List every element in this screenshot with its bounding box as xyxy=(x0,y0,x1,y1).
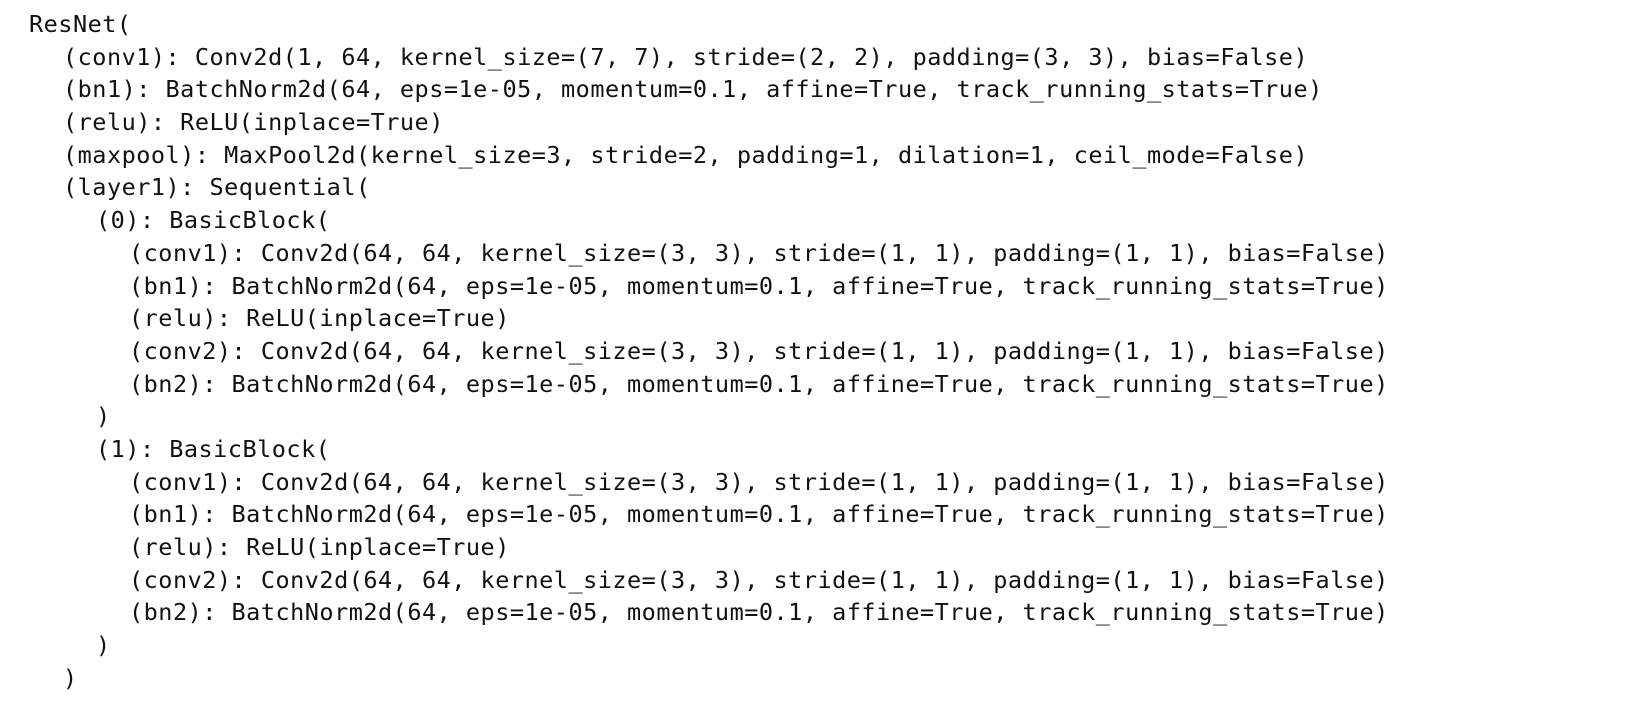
code-line: ) xyxy=(63,663,78,692)
code-line: (conv2): Conv2d(64, 64, kernel_size=(3, … xyxy=(129,565,1389,594)
code-line: (conv1): Conv2d(64, 64, kernel_size=(3, … xyxy=(129,467,1389,496)
code-line: (bn2): BatchNorm2d(64, eps=1e-05, moment… xyxy=(129,598,1389,627)
code-line: (0): BasicBlock( xyxy=(96,206,331,235)
code-line: ) xyxy=(96,402,111,431)
code-line: (1): BasicBlock( xyxy=(96,434,331,463)
code-line: (bn1): BatchNorm2d(64, eps=1e-05, moment… xyxy=(129,500,1389,529)
code-line: (layer1): Sequential( xyxy=(63,173,371,202)
code-line: (relu): ReLU(inplace=True) xyxy=(63,108,444,137)
model-summary-output: ResNet( (conv1): Conv2d(1, 64, kernel_siz… xyxy=(29,8,1389,694)
code-line: (bn2): BatchNorm2d(64, eps=1e-05, moment… xyxy=(129,369,1389,398)
code-line: (maxpool): MaxPool2d(kernel_size=3, stri… xyxy=(63,140,1309,169)
code-line: (conv1): Conv2d(1, 64, kernel_size=(7, 7… xyxy=(63,42,1309,71)
code-line: (relu): ReLU(inplace=True) xyxy=(129,304,510,333)
code-line: (relu): ReLU(inplace=True) xyxy=(129,533,510,561)
code-line: ) xyxy=(96,631,111,660)
code-line: (bn1): BatchNorm2d(64, eps=1e-05, moment… xyxy=(129,271,1389,300)
code-line: (conv1): Conv2d(64, 64, kernel_size=(3, … xyxy=(129,238,1389,267)
code-line: (bn1): BatchNorm2d(64, eps=1e-05, moment… xyxy=(63,75,1323,104)
code-line: (conv2): Conv2d(64, 64, kernel_size=(3, … xyxy=(129,336,1389,365)
code-line: ResNet( xyxy=(29,10,132,38)
